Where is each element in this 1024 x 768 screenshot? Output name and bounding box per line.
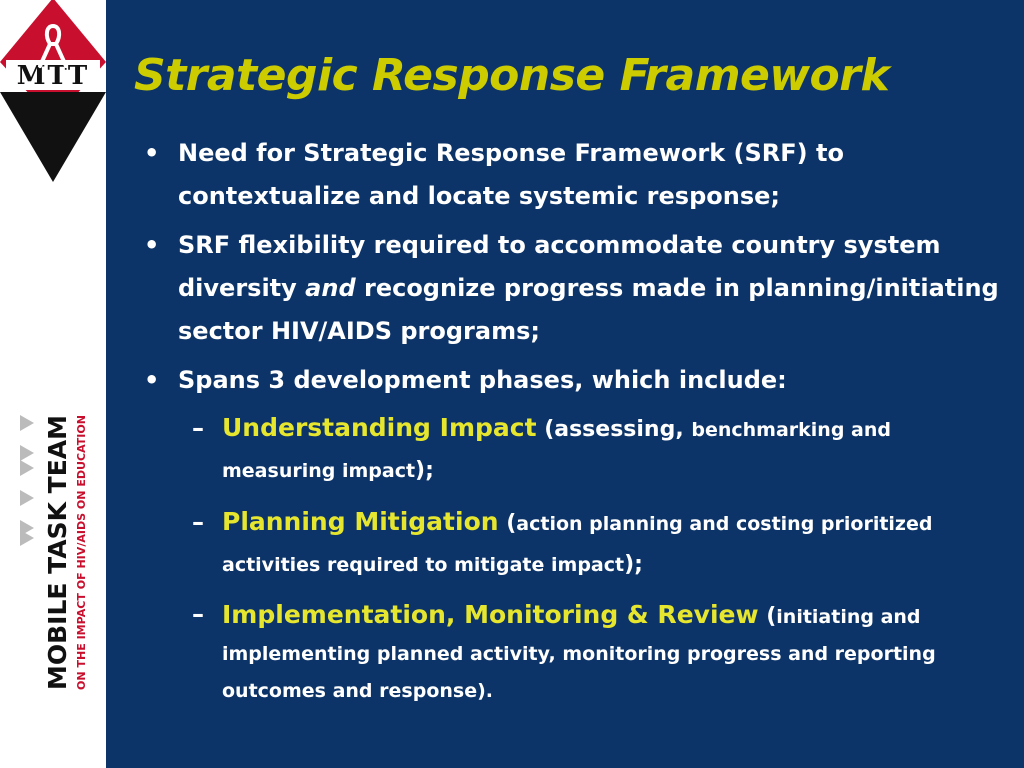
arrow-icon (20, 490, 34, 506)
sub-open: ( (498, 511, 517, 536)
slide-content-area (106, 0, 1024, 768)
sub-heading: Understanding Impact (222, 413, 537, 442)
arrow-icon (20, 530, 34, 546)
sub-close: ). (477, 680, 493, 702)
arrow-icon (20, 445, 34, 461)
sub-heading: Implementation, Monitoring & Review (222, 600, 759, 629)
bullet-list: • Need for Strategic Response Framework … (144, 132, 1004, 720)
sub-item: – Understanding Impact (assessing, bench… (144, 408, 1004, 492)
bullet-text: Need for Strategic Response Framework (S… (178, 139, 844, 210)
logo-text: MTT (17, 61, 90, 91)
org-name: MOBILE TASK TEAM (43, 415, 72, 690)
aids-ribbon-icon (38, 24, 68, 68)
bullet-item: • Spans 3 development phases, which incl… (144, 359, 1004, 402)
sub-open: (assessing, (536, 417, 692, 442)
bullet-dot: • (144, 139, 160, 167)
mtt-logo: MTT (0, 0, 106, 182)
logo-black-triangle (0, 92, 106, 182)
sidebar: MTT MOBILE TASK TEAM ON THE IMPACT OF HI… (0, 0, 106, 768)
bullet-dot: • (144, 231, 160, 259)
org-vertical-brand: MOBILE TASK TEAM ON THE IMPACT OF HIV/AI… (20, 415, 88, 690)
arrow-icon (20, 460, 34, 476)
sub-dash: – (192, 600, 204, 628)
sub-detail: initiating and implementing planned acti… (222, 606, 936, 702)
sub-heading: Planning Mitigation (222, 507, 499, 536)
sub-close: ); (624, 552, 643, 577)
sub-item: – Implementation, Monitoring & Review (i… (144, 596, 1004, 710)
bullet-text: Spans 3 development phases, which includ… (178, 366, 787, 394)
sub-open: ( (758, 604, 777, 629)
sub-close: ); (415, 458, 434, 483)
sub-dash: – (192, 414, 204, 442)
bullet-item: • SRF flexibility required to accommodat… (144, 224, 1004, 353)
slide-title: Strategic Response Framework (134, 50, 890, 101)
sub-detail: action planning and costing prioritized … (222, 513, 933, 576)
bullet-emphasis: and (305, 274, 356, 302)
sub-item: – Planning Mitigation (action planning a… (144, 502, 1004, 586)
bullet-text: SRF flexibility required to accommodate … (178, 231, 941, 302)
logo-white-band (6, 60, 100, 90)
sub-detail: benchmarking and measuring impact (222, 419, 891, 482)
bullet-dot: • (144, 366, 160, 394)
arrow-icons (20, 415, 34, 546)
sub-dash: – (192, 508, 204, 536)
bullet-text: recognize progress made in planning/init… (178, 274, 999, 345)
org-tagline: ON THE IMPACT OF HIV/AIDS ON EDUCATION (75, 415, 88, 690)
arrow-icon (20, 415, 34, 431)
bullet-item: • Need for Strategic Response Framework … (144, 132, 1004, 218)
